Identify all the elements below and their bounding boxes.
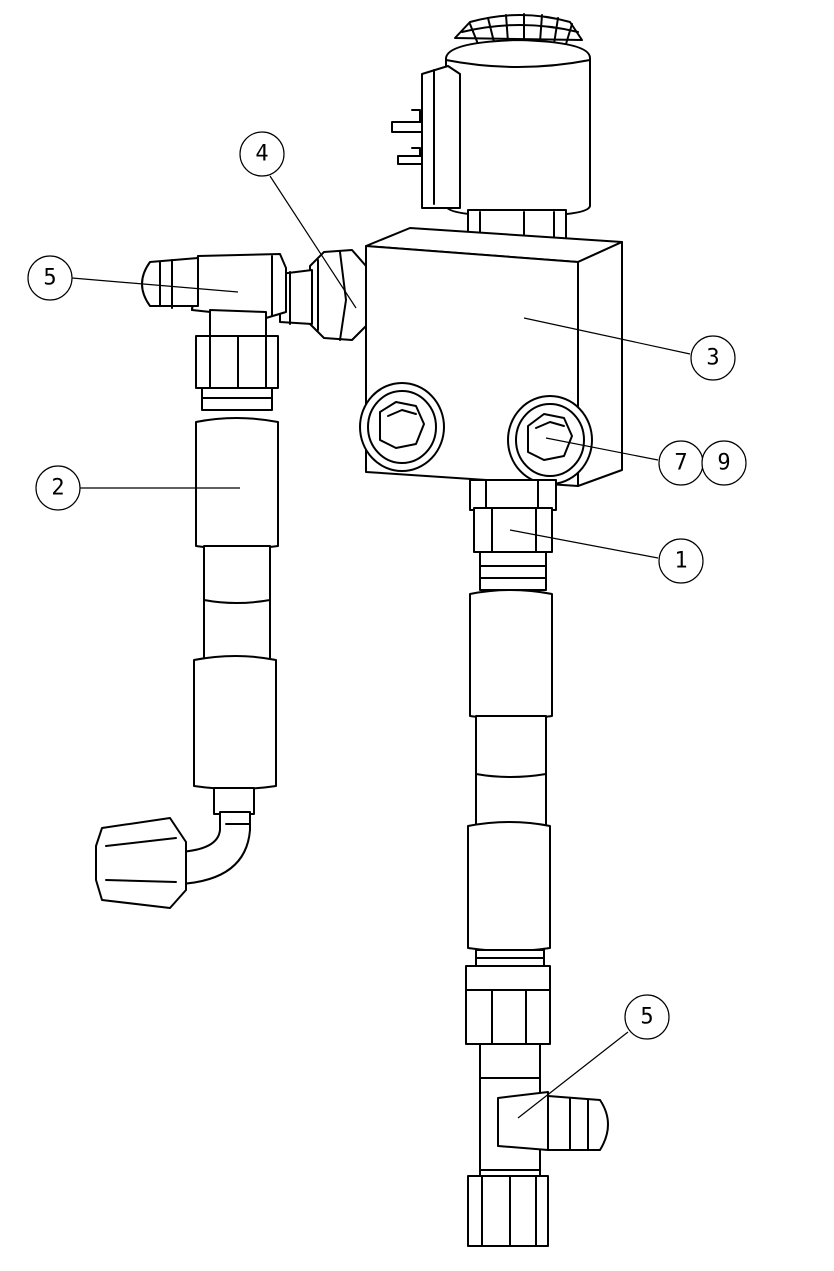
leader-lines (71, 175, 691, 1119)
valve-block (359, 227, 623, 487)
callout-balloon-5-top: 5 (27, 255, 73, 301)
callout-balloon-4: 4 (239, 131, 285, 177)
callout-balloon-7: 7 (658, 440, 704, 486)
callout-balloon-2: 2 (35, 465, 81, 511)
leader-7 (545, 437, 659, 461)
callout-label: 7 (674, 451, 687, 476)
callout-label: 5 (43, 266, 56, 291)
callout-label: 4 (255, 142, 268, 167)
leader-5-top (71, 277, 239, 293)
leader-5-bottom (517, 1031, 629, 1119)
callout-balloon-9: 9 (701, 440, 747, 486)
callout-label: 3 (706, 346, 719, 371)
callout-label: 5 (640, 1005, 653, 1030)
left-hose (95, 417, 279, 909)
right-hose (465, 479, 557, 1045)
callout-label: 9 (717, 451, 730, 476)
callout-label: 1 (674, 549, 687, 574)
callout-balloon-3: 3 (690, 335, 736, 381)
solenoid-coil (391, 13, 591, 251)
left-fittings (141, 249, 367, 411)
callout-balloon-1: 1 (658, 538, 704, 584)
leader-3 (523, 317, 691, 355)
callout-balloon-5-bottom: 5 (624, 994, 670, 1040)
leader-1 (509, 529, 659, 559)
leader-4 (269, 175, 357, 309)
callout-label: 2 (51, 476, 64, 501)
bottom-tee (467, 1043, 609, 1247)
